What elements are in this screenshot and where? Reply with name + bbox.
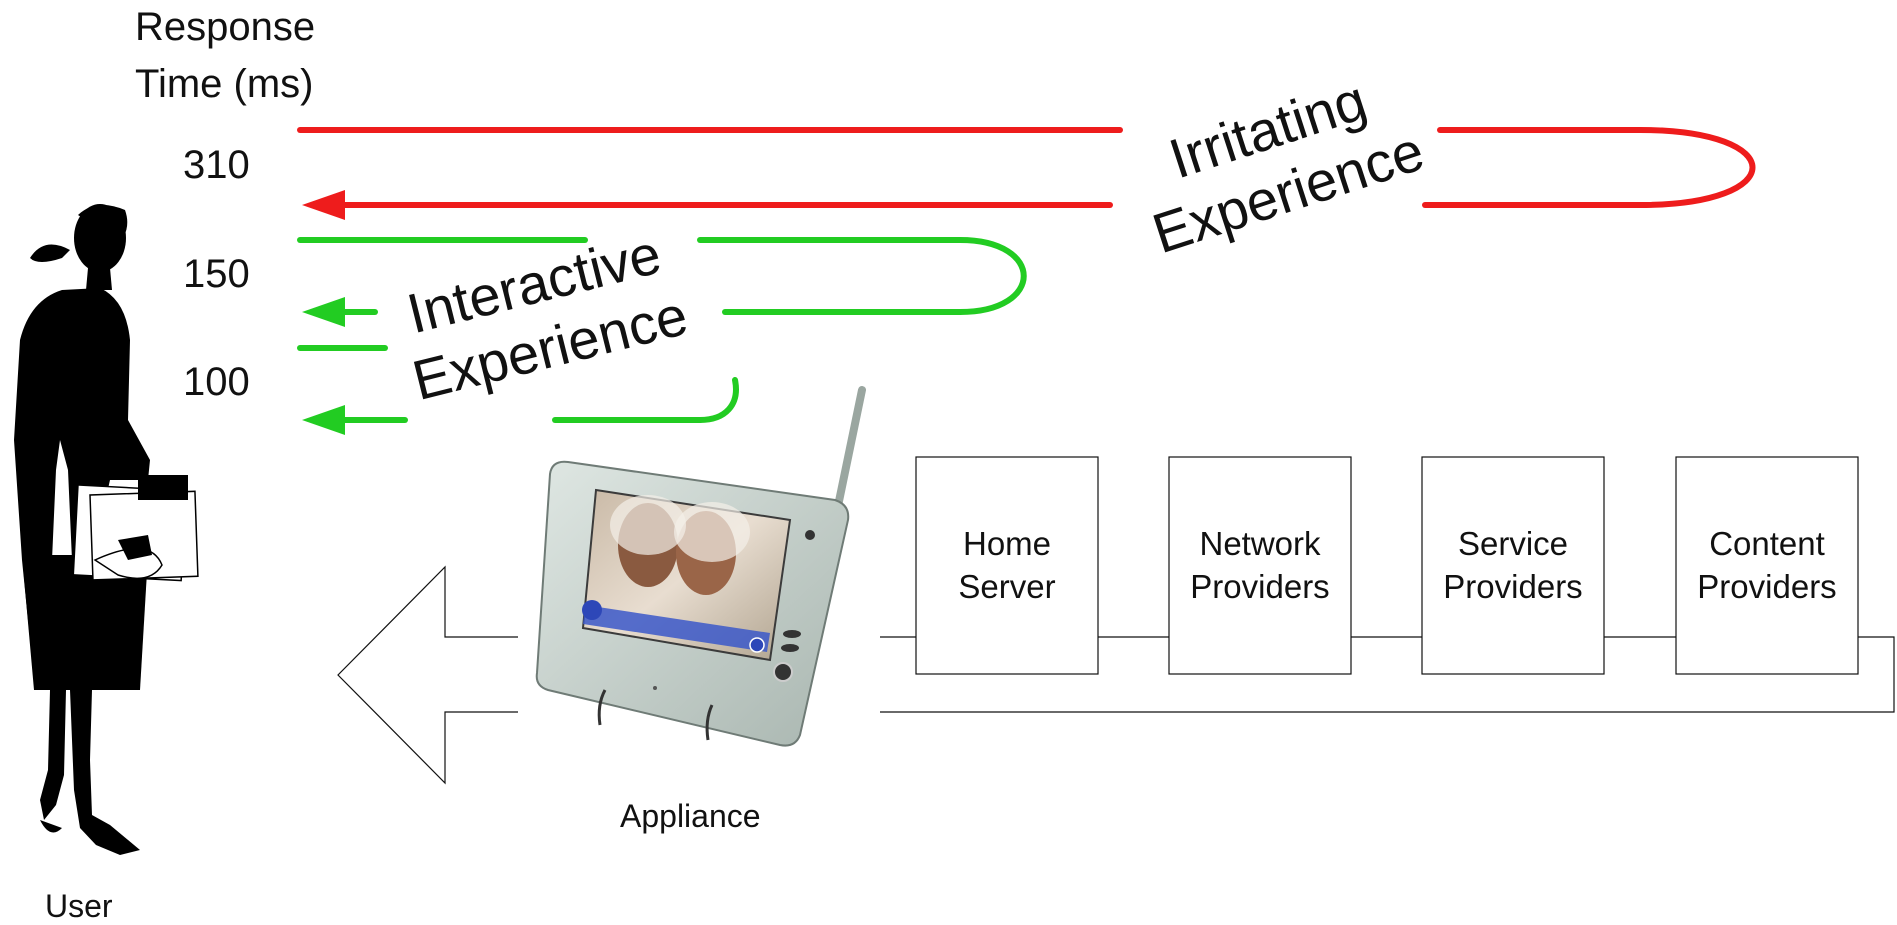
axis-tick-150: 150 xyxy=(183,252,250,296)
content-providers-line1: Content xyxy=(1709,525,1825,562)
user-label: User xyxy=(45,888,113,924)
network-providers-label: Network Providers xyxy=(1169,522,1351,608)
interactive-loop-150 xyxy=(297,237,1027,315)
home-server-box xyxy=(915,456,1099,675)
service-providers-box xyxy=(1421,456,1605,675)
network-providers-line1: Network xyxy=(1199,525,1321,562)
tablet-appliance-icon xyxy=(535,386,866,747)
appliance-label: Appliance xyxy=(620,798,761,834)
network-providers-box xyxy=(1168,456,1352,675)
content-providers-label: Content Providers xyxy=(1676,522,1858,608)
home-server-line1: Home xyxy=(962,525,1052,562)
left-arrow-icon xyxy=(337,565,518,785)
axis-title-line2: Time (ms) xyxy=(135,62,314,106)
irritating-loop xyxy=(297,127,1756,208)
interactive-arrowhead-150-icon xyxy=(302,297,345,327)
service-providers-line1: Service xyxy=(1457,525,1569,562)
interactive-arrowhead-100-icon xyxy=(302,405,345,435)
content-providers-line2: Providers xyxy=(1697,568,1837,605)
network-providers-line2: Providers xyxy=(1190,568,1330,605)
home-server-label: Home Server xyxy=(916,522,1098,608)
axis-tick-310: 310 xyxy=(183,143,250,187)
irritating-arrowhead-icon xyxy=(302,190,345,220)
axis-title-line1: Response xyxy=(135,5,316,49)
content-providers-box xyxy=(1675,456,1859,675)
home-server-line2: Server xyxy=(958,568,1056,605)
provider-connector-lines xyxy=(880,636,1895,713)
interactive-loop-100 xyxy=(297,345,739,423)
service-providers-label: Service Providers xyxy=(1422,522,1604,608)
service-providers-line2: Providers xyxy=(1443,568,1583,605)
user-silhouette-icon xyxy=(14,204,199,855)
axis-tick-100: 100 xyxy=(183,360,250,404)
